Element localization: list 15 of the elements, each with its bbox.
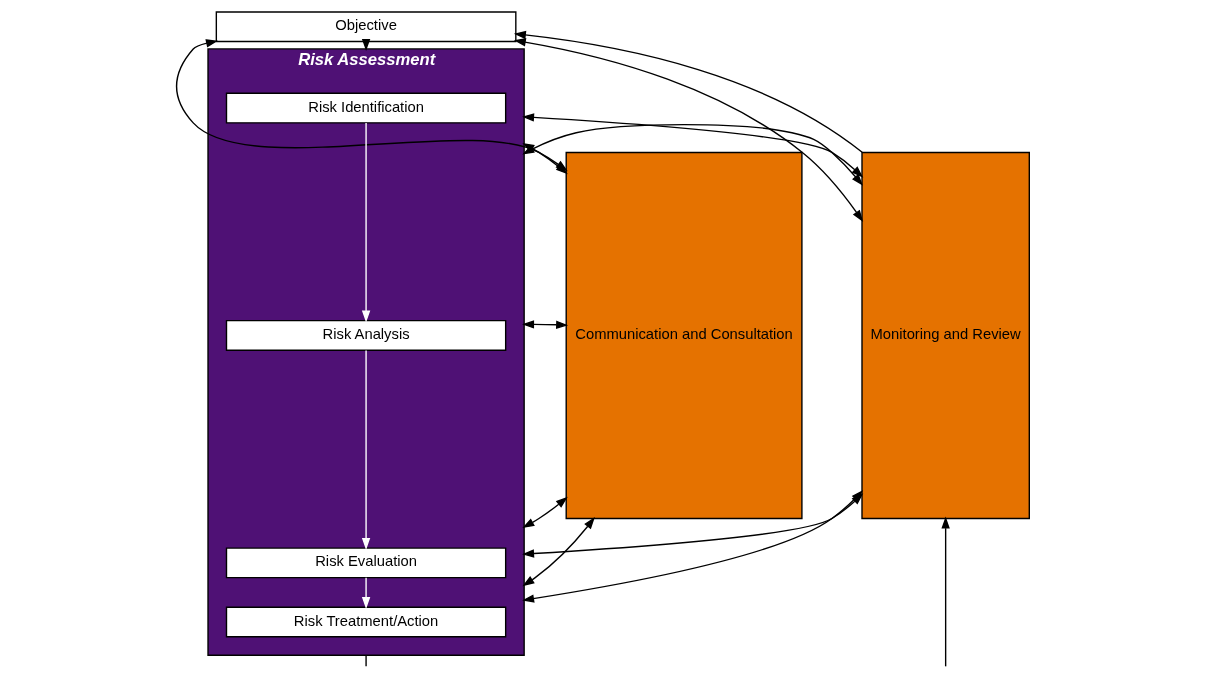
- node-box: Risk Evaluation: [225, 547, 506, 579]
- arrow: [361, 122, 370, 323]
- connector: [364, 654, 367, 668]
- arrow: [521, 517, 595, 587]
- arrow: [361, 349, 370, 550]
- arrow: [361, 576, 370, 610]
- node-box: Risk Treatment/Action: [225, 606, 506, 638]
- arrow: [521, 320, 568, 329]
- node-box: Monitoring and Review: [860, 151, 1030, 520]
- node-box: Risk Identification: [225, 92, 506, 124]
- arrow: [521, 496, 568, 529]
- arrow: [940, 516, 950, 668]
- node-box: Risk Analysis: [225, 320, 506, 351]
- node-box: Communication and Consultation: [565, 151, 803, 520]
- arrow: [513, 38, 863, 222]
